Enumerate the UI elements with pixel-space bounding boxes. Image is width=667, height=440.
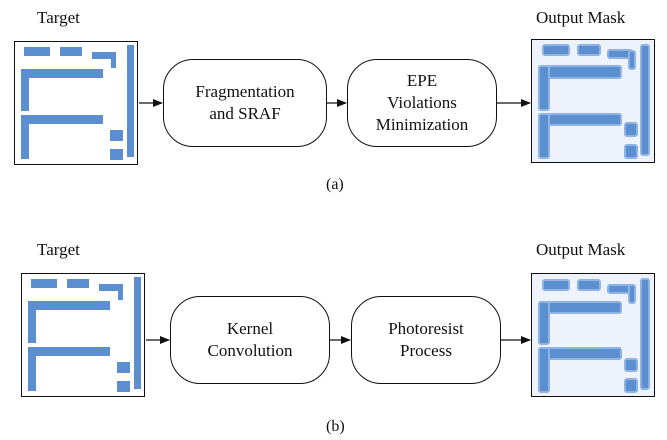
photoresist-process-step: Photoresist Process bbox=[351, 296, 501, 384]
output-mask-label-a: Output Mask bbox=[536, 8, 626, 27]
output-mask-label-b: Output Mask bbox=[536, 240, 626, 259]
output-mask-a bbox=[531, 39, 655, 163]
caption-a: (a) bbox=[326, 176, 344, 193]
step-line: Kernel bbox=[226, 319, 274, 338]
epe-violations-minimization-step: EPE Violations Minimization bbox=[347, 59, 497, 147]
target-label-b: Target bbox=[37, 240, 80, 259]
step-line: Violations bbox=[387, 93, 457, 112]
target-label-a: Target bbox=[37, 8, 80, 27]
target-pattern-a bbox=[14, 41, 138, 165]
step-line: and SRAF bbox=[209, 104, 281, 123]
step-line: Process bbox=[400, 341, 452, 360]
fragmentation-sraf-step: Fragmentation and SRAF bbox=[163, 59, 327, 147]
target-pattern-b bbox=[21, 273, 145, 397]
step-line: Photoresist bbox=[388, 319, 464, 338]
kernel-convolution-step: Kernel Convolution bbox=[170, 296, 330, 384]
step-line: EPE bbox=[406, 71, 438, 90]
caption-b: (b) bbox=[326, 418, 345, 435]
step-line: Convolution bbox=[207, 341, 293, 360]
output-mask-b bbox=[531, 273, 655, 397]
step-line: Fragmentation bbox=[195, 82, 295, 101]
step-line: Minimization bbox=[375, 115, 469, 134]
